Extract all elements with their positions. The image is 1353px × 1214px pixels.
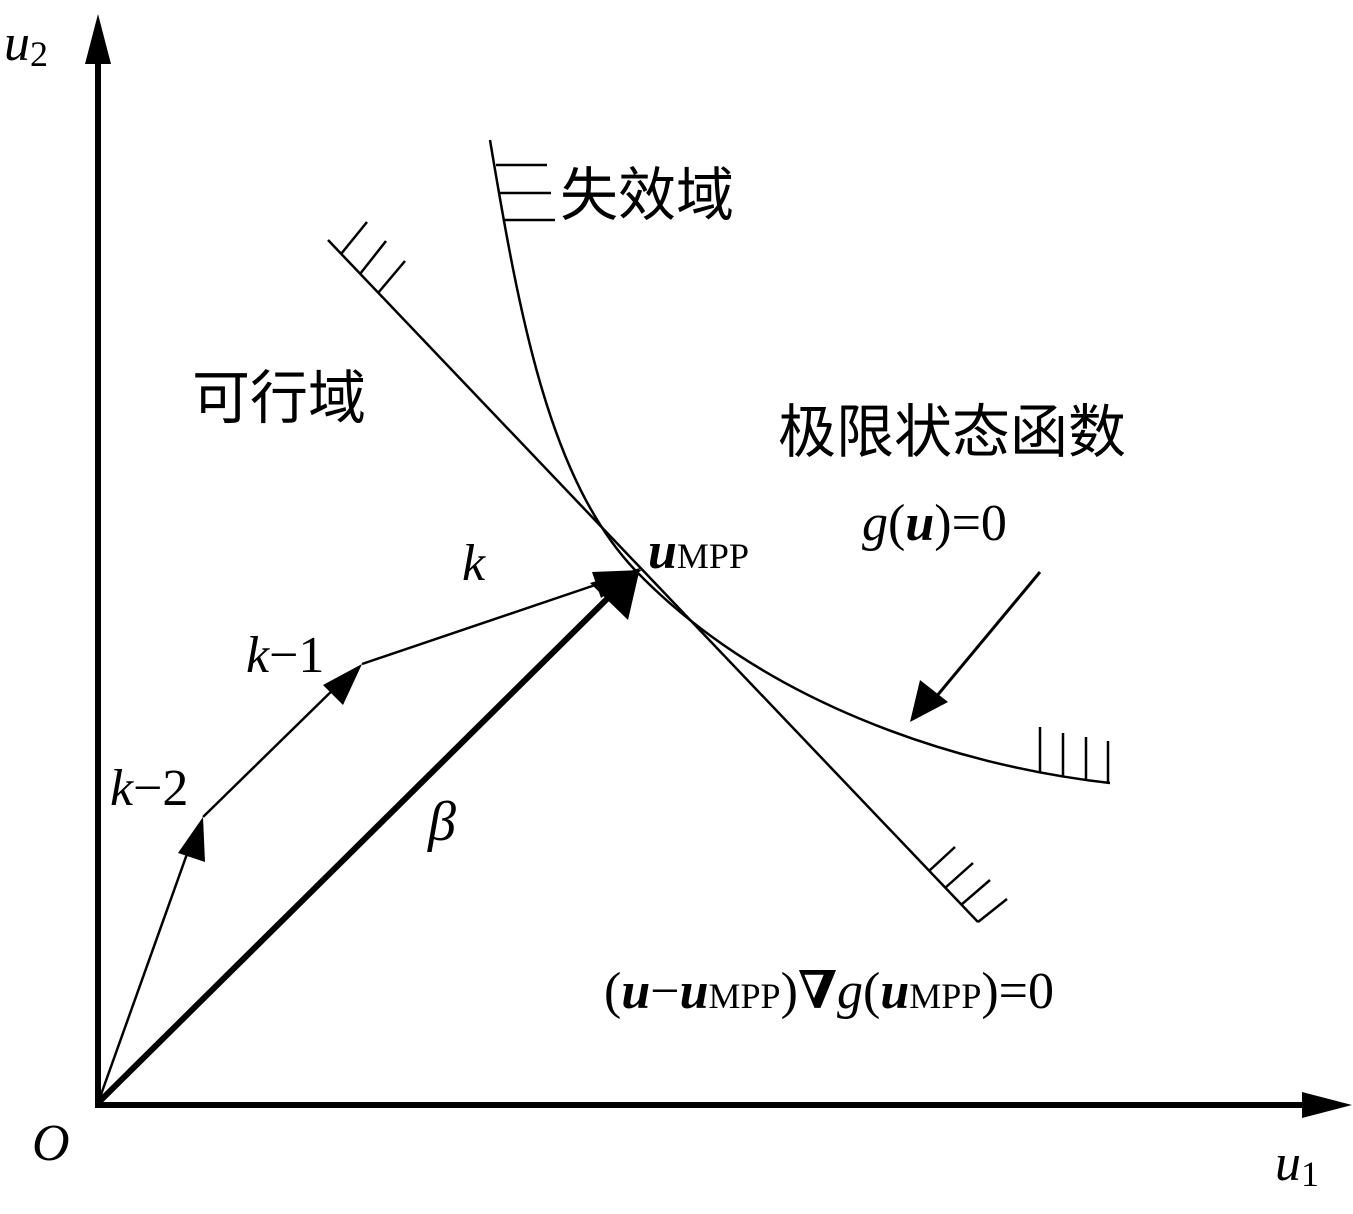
mpp-label: uMPP — [648, 523, 749, 580]
u1-axis-label: u1 — [1275, 1135, 1319, 1194]
tangent-top-hatching — [340, 221, 406, 294]
beta-label: β — [427, 791, 456, 853]
limit-state-title: 极限状态函数 — [778, 398, 1126, 466]
step-k-label: k — [462, 535, 486, 592]
curve-right-hatching — [1038, 727, 1110, 783]
curve-top-hatching — [496, 163, 555, 222]
tangent-bottom-hatching — [928, 846, 1008, 923]
step-k-segment — [361, 578, 611, 666]
u2-axis-arrowhead — [85, 14, 111, 64]
step-k-minus-1-label: k−1 — [246, 627, 324, 684]
u1-axis-arrowhead — [1302, 1092, 1352, 1118]
curve-pointer-arrowhead — [910, 680, 948, 722]
feasible-region-label: 可行域 — [192, 364, 366, 432]
beta-vector — [95, 591, 615, 1106]
step-k-minus-2-segment — [96, 839, 194, 1104]
step-k-minus-1-segment — [202, 679, 344, 818]
step-k-minus-2-arrowhead — [178, 817, 205, 862]
tangent-equation: (u−uMPP)∇g(uMPP)=0 — [604, 963, 1054, 1020]
failure-region-label: 失效域 — [560, 161, 734, 229]
u2-axis-label: u2 — [4, 15, 48, 74]
step-k-minus-2-label: k−2 — [110, 760, 188, 817]
limit-state-equation: g(u)=0 — [862, 495, 1007, 552]
step-k-arrowhead — [592, 570, 642, 598]
curve-pointer-line — [934, 571, 1042, 698]
tangent-line — [327, 239, 979, 923]
step-k-minus-1-arrowhead — [323, 664, 362, 705]
origin-label: O — [32, 1115, 70, 1172]
